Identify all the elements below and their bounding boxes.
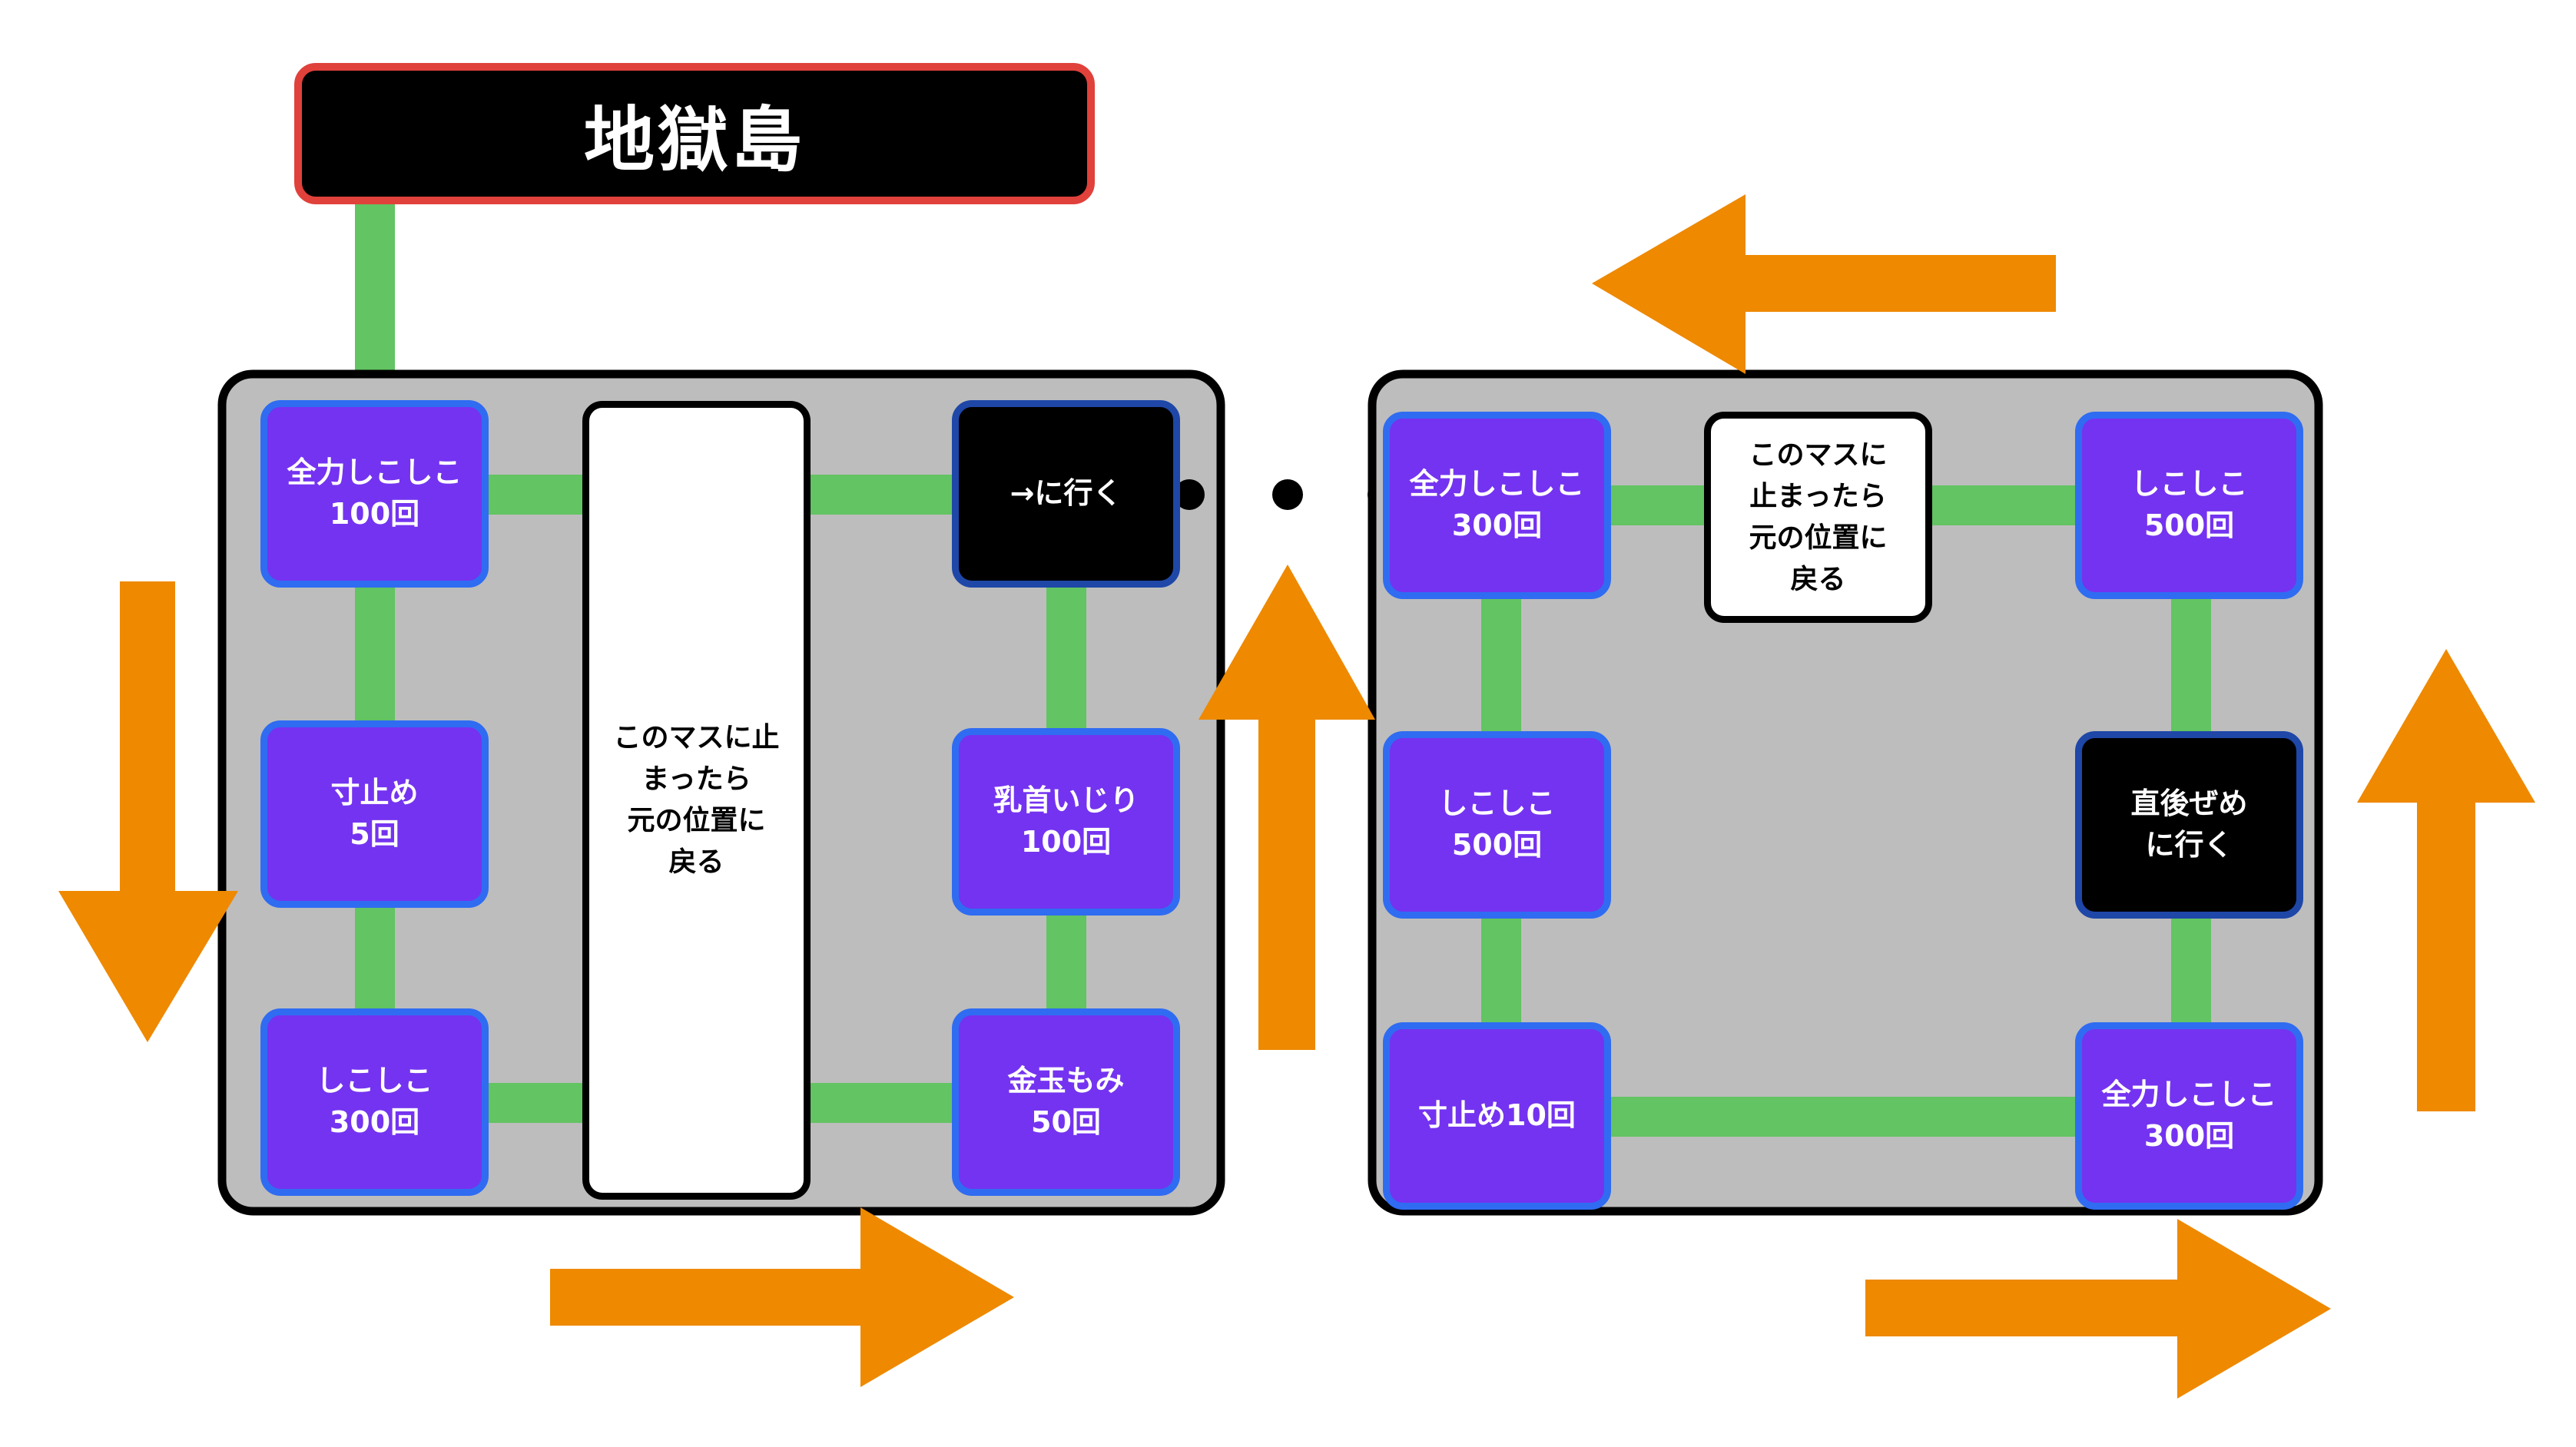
tile-left-bottom-right[interactable]: 金玉もみ 50回 — [952, 1008, 1180, 1196]
tile-right-top-left[interactable]: 全力しこしこ 300回 — [1383, 412, 1611, 599]
tile-right-mid-right-goto[interactable]: 直後ぜめ に行く — [2075, 731, 2303, 919]
arrow-left-down — [58, 581, 238, 1042]
title-connector-path — [355, 201, 395, 399]
left-board-paths — [355, 475, 1086, 1123]
path-segment — [807, 1083, 960, 1123]
tile-left-mid-left[interactable]: 寸止め 5回 — [260, 720, 489, 908]
arrow-left-bottom-right — [550, 1207, 1014, 1387]
path-segment — [1928, 485, 2090, 525]
title-banner: 地獄島 — [294, 63, 1095, 204]
tile-right-bottom-right[interactable]: 全力しこしこ 300回 — [2075, 1022, 2303, 1210]
tile-left-top-left[interactable]: 全力しこしこ 100回 — [260, 400, 489, 588]
tile-right-top-right[interactable]: しこしこ 500回 — [2075, 412, 2303, 599]
connector-dot — [1174, 479, 1205, 510]
tile-right-bottom-left[interactable]: 寸止め10回 — [1383, 1022, 1611, 1210]
tile-left-center-return[interactable]: このマスに止 まったら 元の位置に 戻る — [582, 401, 811, 1200]
tile-right-top-center-return[interactable]: このマスに 止まったら 元の位置に 戻る — [1704, 412, 1932, 623]
path-segment — [807, 475, 960, 515]
tile-left-mid-right[interactable]: 乳首いじり 100回 — [952, 728, 1180, 916]
arrow-right-top-left — [1592, 194, 2056, 374]
arrow-middle-up — [1198, 565, 1375, 1050]
connector-dot — [1272, 479, 1303, 510]
tile-right-mid-left[interactable]: しこしこ 500回 — [1383, 731, 1611, 919]
direction-arrows — [58, 194, 2535, 1399]
arrow-right-up — [2357, 649, 2535, 1111]
arrow-right-bottom-right — [1865, 1219, 2331, 1399]
path-segment — [484, 475, 592, 515]
path-segment — [484, 1083, 592, 1123]
tile-left-bottom-left[interactable]: しこしこ 300回 — [260, 1008, 489, 1196]
path-segment — [1606, 1097, 2090, 1137]
tile-left-top-right-goto[interactable]: →に行く — [952, 400, 1180, 588]
page-title: 地獄島 — [583, 98, 805, 181]
path-segment — [1606, 485, 1713, 525]
